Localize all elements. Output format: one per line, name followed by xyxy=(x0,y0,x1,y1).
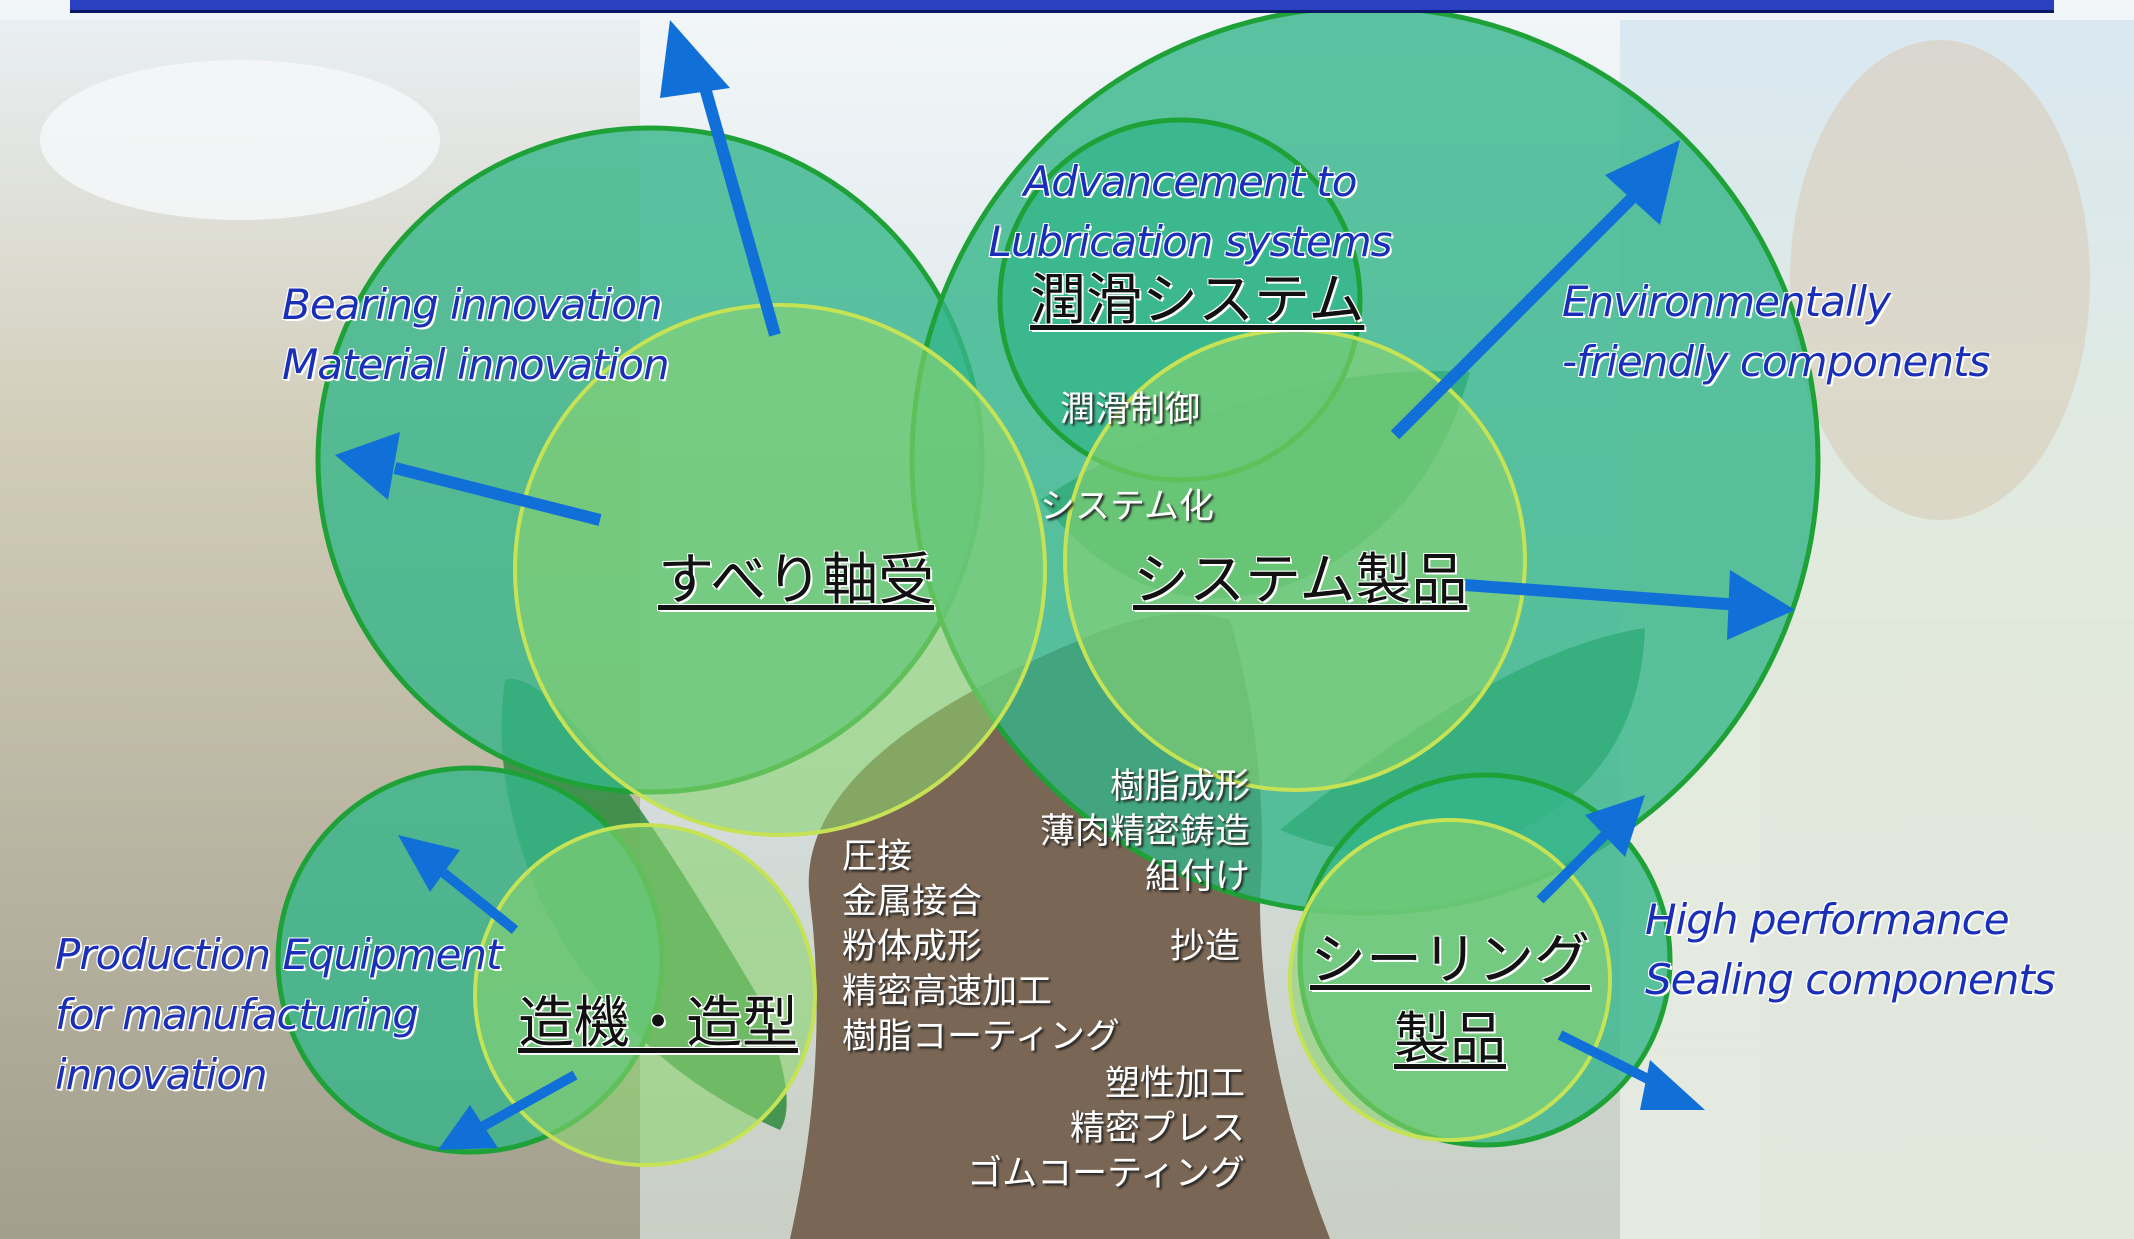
circle-sealing-inner xyxy=(1288,818,1612,1142)
goal-production-line3: innovation xyxy=(55,1050,268,1099)
tech-item: 組付け xyxy=(1144,857,1250,897)
goal-sealing: High performance Sealing components xyxy=(1645,890,2056,1010)
title-bar xyxy=(70,0,2054,13)
tech-right-top: 樹脂成形 薄肉精密鋳造 組付け xyxy=(960,765,1250,900)
circle-bearing-inner xyxy=(513,303,1047,837)
tech-item: 粉体成形 xyxy=(842,927,983,967)
tech-item: ゴムコーティング xyxy=(967,1154,1245,1194)
tech-item: 塑性加工 xyxy=(1104,1064,1245,1104)
circle-system-inner xyxy=(1063,328,1527,792)
goal-lubrication-line2: Lubrication systems xyxy=(988,217,1393,266)
tech-right-bottom: 塑性加工 精密プレス ゴムコーティング xyxy=(900,1062,1245,1197)
goal-environment: Environmentally -friendly components xyxy=(1562,272,1990,392)
tech-item: 金属接合 xyxy=(842,882,983,922)
tech-item: 精密高速加工 xyxy=(842,972,1053,1012)
tech-item: 樹脂コーティング xyxy=(842,1017,1120,1057)
polar-bear-image xyxy=(40,60,440,220)
product-sealing: シーリング 製品 xyxy=(1300,915,1600,1075)
arrow-production-up xyxy=(398,835,519,934)
tech-papermaking: 抄造 xyxy=(1170,927,1241,967)
tech-item: 薄肉精密鋳造 xyxy=(1039,812,1250,852)
product-bearing: すべり軸受 xyxy=(658,548,935,613)
goal-environment-line1: Environmentally xyxy=(1562,277,1891,326)
goal-production: Production Equipment for manufacturing i… xyxy=(55,925,502,1105)
goal-environment-line2: -friendly components xyxy=(1562,337,1990,386)
goal-bearing: Bearing innovation Material innovation xyxy=(282,275,670,395)
tech-lubrication-control: 潤滑制御 xyxy=(1060,390,1201,430)
arrow-environment-right xyxy=(1464,570,1795,640)
arrow-sealing-down xyxy=(1557,1030,1705,1110)
goal-sealing-line1: High performance xyxy=(1645,895,2010,944)
arrow-bearing-up xyxy=(660,20,781,337)
goal-lubrication: Advancement to Lubrication systems xyxy=(970,152,1410,272)
goal-bearing-line2: Material innovation xyxy=(282,340,670,389)
arrow-production-down xyxy=(438,1070,578,1150)
tech-item: 樹脂成形 xyxy=(1109,767,1250,807)
product-sealing-line1: シーリング xyxy=(1310,928,1590,993)
goal-bearing-line1: Bearing innovation xyxy=(282,280,663,329)
arrow-bearing-left xyxy=(335,432,602,526)
goal-sealing-line2: Sealing components xyxy=(1645,955,2056,1004)
tech-item: 精密プレス xyxy=(1069,1109,1245,1149)
city-illustration xyxy=(1760,620,2134,1239)
goal-production-line2: for manufacturing xyxy=(55,990,419,1039)
tech-systemization: システム化 xyxy=(1040,487,1214,527)
tech-left-column: 圧接 金属接合 粉体成形 精密高速加工 樹脂コーティング xyxy=(842,835,1120,1060)
product-sealing-line2: 製品 xyxy=(1394,1007,1506,1072)
goal-production-line1: Production Equipment xyxy=(55,930,502,979)
arrow-sealing-up xyxy=(1536,795,1645,904)
children-image xyxy=(1790,40,2090,520)
product-lubrication: 潤滑システム xyxy=(1030,268,1365,333)
arrow-environment-up xyxy=(1390,140,1680,440)
goal-lubrication-line1: Advancement to xyxy=(1023,157,1358,206)
product-system: システム製品 xyxy=(1133,548,1468,613)
product-machine: 造機・造型 xyxy=(518,991,798,1056)
tech-item: 圧接 xyxy=(842,837,913,877)
